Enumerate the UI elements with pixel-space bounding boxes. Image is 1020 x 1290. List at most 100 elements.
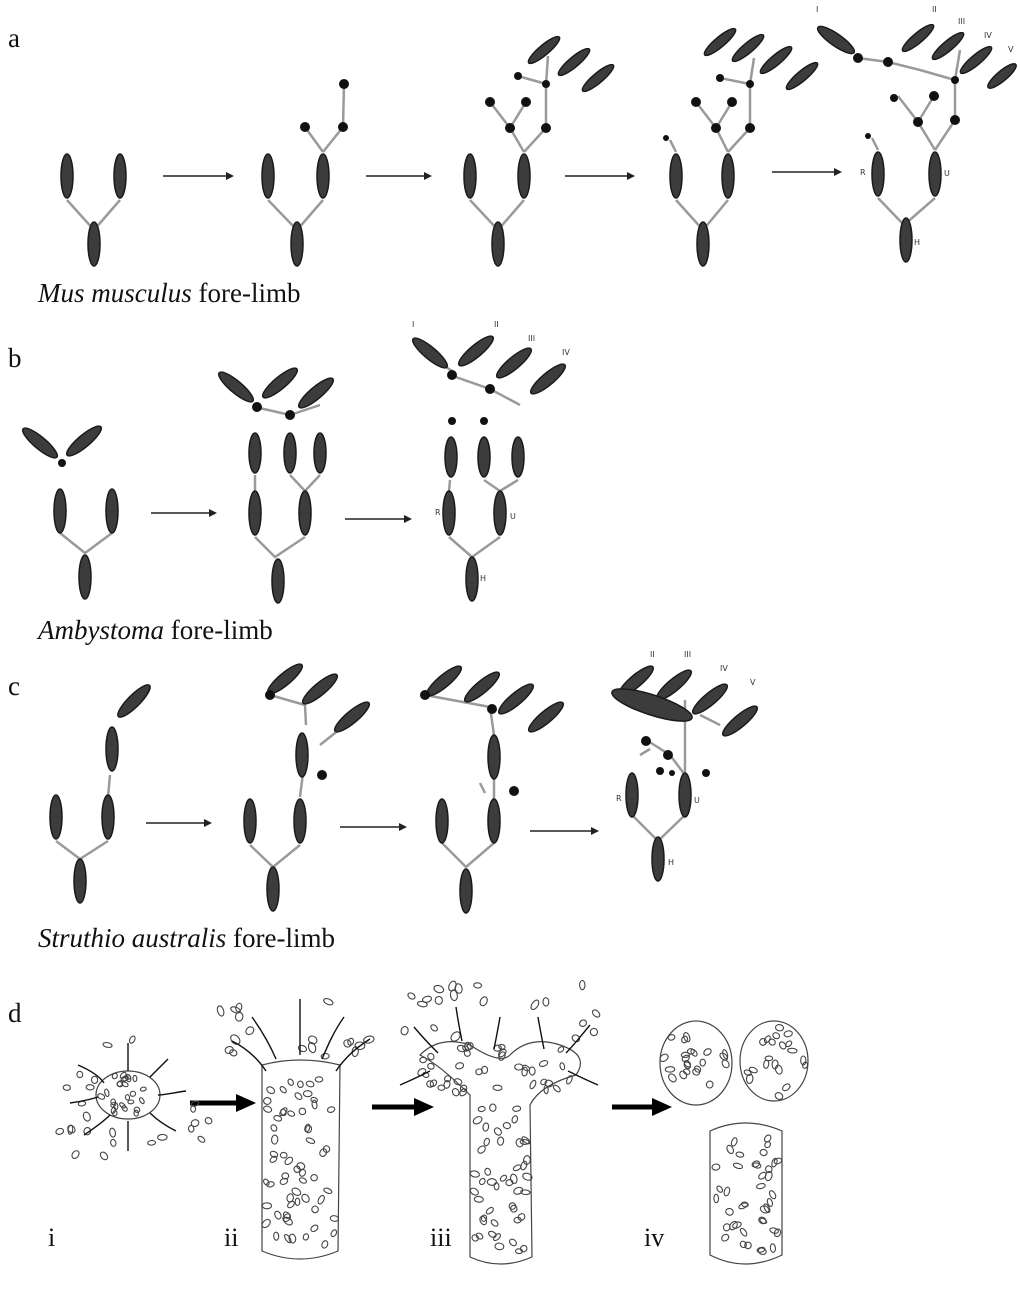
mesenchymal-cell (103, 1042, 113, 1048)
arrow-b1 (151, 509, 217, 517)
label-digit-a3: III (958, 17, 965, 26)
caption-suffix-a: fore-limb (192, 278, 301, 308)
label-humerus-c: H (668, 858, 674, 867)
mesenchymal-cell (529, 999, 540, 1011)
mesenchymal-cell (99, 1151, 109, 1161)
panel-c-diagram: R U H II III IV V (0, 645, 1020, 955)
mesenchymal-cell (235, 1003, 243, 1013)
arrow-a4 (772, 168, 842, 176)
label-ulna-b: U (510, 512, 516, 521)
stage-b2 (215, 364, 336, 603)
label-digit-c5: V (750, 678, 756, 687)
stage-a1 (61, 154, 126, 266)
big-arrow-1 (190, 1094, 256, 1112)
mesenchymal-cell (543, 998, 549, 1007)
panel-b-diagram: R U H I II III IV (0, 315, 1020, 645)
mesenchymal-cell (244, 1025, 255, 1036)
stage-c2 (244, 660, 373, 911)
arrow-a1 (163, 172, 234, 180)
panel-d: d (0, 955, 1020, 1290)
arrow-a2 (366, 172, 432, 180)
stage-a4 (663, 25, 821, 266)
label-digit-c4: IV (720, 664, 728, 673)
caption-suffix-c: fore-limb (226, 923, 335, 953)
mesenchymal-cell (76, 1071, 83, 1078)
label-ulna-a: U (944, 169, 950, 178)
mesenchymal-cell (188, 1125, 194, 1132)
caption-suffix-b: fore-limb (164, 615, 273, 645)
arrow-c1 (146, 819, 212, 827)
mesenchymal-cell (216, 1005, 225, 1017)
mesenchymal-cell (229, 1033, 242, 1046)
big-arrow-2 (372, 1098, 434, 1116)
mesenchymal-cell (580, 980, 586, 989)
bone-humerus (88, 222, 100, 266)
species-name-a: Mus musculus (38, 278, 192, 308)
mesenchymal-cell (420, 1057, 427, 1063)
label-humerus-a: H (914, 238, 920, 247)
stage-d-iv (658, 1021, 808, 1264)
stage-label-ii: ii (224, 1225, 238, 1251)
big-arrow-3 (612, 1098, 672, 1116)
panel-d-diagram (0, 955, 1020, 1290)
mesenchymal-cell (110, 1139, 117, 1147)
mesenchymal-cell (128, 1035, 136, 1044)
stage-c3 (420, 662, 567, 913)
mesenchymal-cell (86, 1084, 94, 1090)
label-digit-a5: V (1008, 45, 1014, 54)
panel-a: a (0, 0, 1020, 315)
species-name-b: Ambystoma (38, 615, 164, 645)
label-radius-b: R (435, 508, 441, 517)
mesenchymal-cell (407, 992, 416, 1001)
mesenchymal-cell (433, 984, 445, 994)
mesenchymal-cell (434, 996, 443, 1005)
mesenchymal-cell (473, 982, 481, 988)
mesenchymal-cell (82, 1111, 92, 1122)
species-name-c: Struthio australis (38, 923, 226, 953)
label-ulna-c: U (694, 796, 700, 805)
arrow-a3 (565, 172, 635, 180)
label-digit-b4: IV (562, 348, 570, 357)
mesenchymal-cell (451, 1087, 460, 1097)
mesenchymal-cell (417, 1001, 428, 1008)
mesenchymal-cell (197, 1135, 206, 1143)
label-digit-a1: I (816, 5, 818, 14)
mesenchymal-cell (229, 1049, 238, 1057)
mesenchymal-cell (323, 997, 334, 1006)
caption-b: Ambystoma fore-limb (38, 617, 273, 644)
label-digit-b2: II (494, 320, 499, 329)
mesenchymal-cell (479, 996, 489, 1007)
mesenchymal-cell (70, 1149, 80, 1159)
mesenchymal-cell (63, 1085, 71, 1091)
stage-label-i: i (48, 1225, 55, 1251)
stage-label-iii: iii (430, 1225, 452, 1251)
stage-label-iv: iv (644, 1225, 664, 1251)
label-digit-c3: III (684, 650, 691, 659)
label-digit-a4: IV (984, 31, 992, 40)
mesenchymal-cell (552, 1084, 561, 1093)
stage-b1 (19, 422, 118, 599)
bone-ulna (114, 154, 126, 198)
label-radius-a: R (860, 168, 866, 177)
mesenchymal-cell (109, 1128, 116, 1138)
mesenchymal-cell (190, 1119, 200, 1128)
stage-a3 (464, 33, 617, 266)
label-humerus-b: H (480, 574, 486, 583)
mesenchymal-cell (454, 983, 463, 994)
panel-c: c (0, 645, 1020, 955)
mesenchymal-cell (591, 1008, 601, 1018)
mesenchymal-cell (91, 1076, 97, 1083)
label-digit-c2: II (650, 650, 655, 659)
arrow-b2 (345, 515, 412, 523)
mesenchymal-cell (400, 1026, 409, 1036)
panel-b: b (0, 315, 1020, 645)
mesenchymal-cell (430, 1024, 439, 1033)
bone-radius (61, 154, 73, 198)
stage-a2 (262, 79, 349, 266)
mesenchymal-cell (589, 1027, 599, 1037)
stage-d-iii (400, 980, 601, 1264)
stage-d-i (55, 1035, 213, 1161)
panel-a-diagram: R U H I II III IV V (0, 0, 1020, 315)
label-radius-c: R (616, 794, 622, 803)
mesenchymal-cell (578, 1019, 587, 1028)
